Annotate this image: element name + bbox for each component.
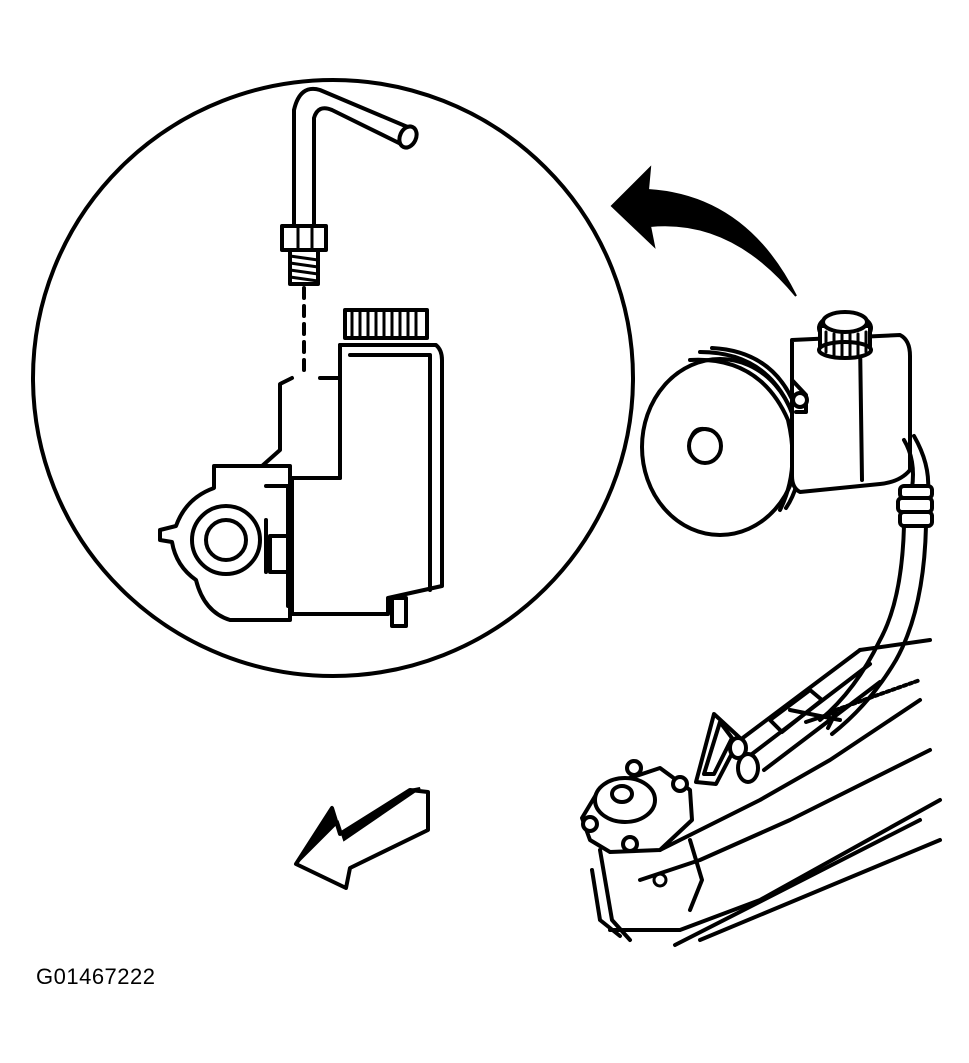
hose-fitting-nut [280,224,328,286]
detail-callout-circle [31,78,635,678]
figure-id-label: G01467222 [36,964,156,989]
steering-gear [580,638,942,947]
front-direction-arrow-icon [294,787,430,890]
reservoir-detail [218,308,444,628]
reservoir-inlet-pipe [292,87,419,232]
pump-reservoir [790,310,912,494]
pump-body-detail [158,464,292,622]
pump-pulley [640,346,806,537]
curved-arrow-icon [610,165,797,297]
return-hose [818,434,934,736]
hose-clip-and-lines [694,648,922,786]
